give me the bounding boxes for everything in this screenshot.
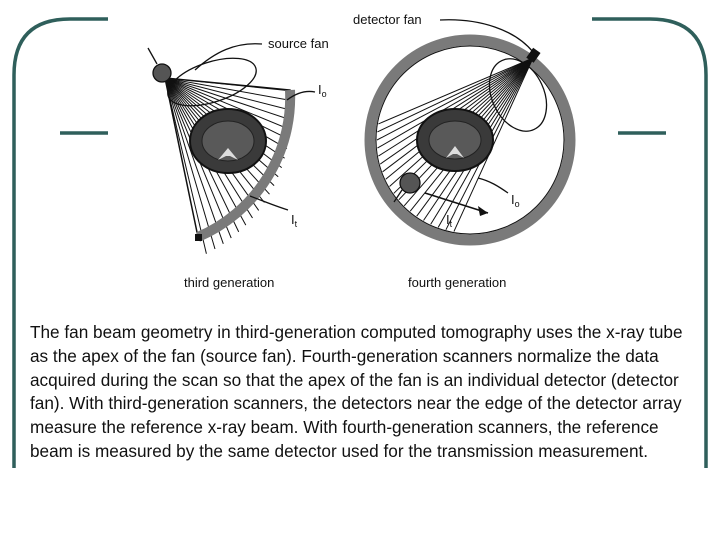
frame-right-corner (592, 17, 708, 468)
third-gen-orbit-loop (167, 57, 257, 107)
third-gen-patient-inner (201, 120, 255, 162)
io-leader-third (286, 90, 316, 101)
detector-fan-ray (377, 57, 534, 133)
fourth-gen-arrow-head (478, 206, 488, 216)
io-label-third: Io (318, 82, 327, 99)
it-leader-third (249, 195, 289, 211)
third-generation-label: third generation (184, 275, 274, 290)
source-fan-ray (164, 77, 288, 91)
fourth-generation-label: fourth generation (408, 275, 506, 290)
third-gen-detector-arc (196, 89, 296, 242)
fourth-gen-apex-detector (526, 47, 541, 63)
io-leader-fourth (477, 177, 509, 194)
detector-fan-label: detector fan (353, 12, 422, 27)
third-gen-tube-cable (147, 47, 158, 65)
source-fan-ray (164, 77, 289, 101)
source-fan-ray (164, 77, 224, 244)
fourth-gen-orbit-loop (488, 58, 548, 132)
detector-fan-leader (439, 19, 534, 53)
source-fan-ray (164, 77, 207, 254)
fourth-gen-tube-cable (393, 189, 403, 203)
third-gen-detector-marker (195, 234, 202, 241)
detector-fan-ray (377, 57, 534, 149)
it-label-third: It (291, 212, 298, 229)
source-fan-label: source fan (268, 36, 329, 51)
io-label-fourth: Io (511, 192, 520, 209)
third-gen-xray-tube (152, 63, 172, 83)
fourth-gen-spine (446, 146, 464, 158)
detector-fan-ray (378, 57, 534, 157)
fourth-generation-diagram: detector fan Io It fourth generation (353, 12, 576, 290)
fourth-gen-rotation-arrow (424, 192, 489, 214)
fourth-gen-xray-tube (399, 172, 421, 194)
fourth-gen-patient-inner (428, 120, 482, 160)
source-fan-ray (164, 77, 290, 111)
detector-fan-ray (378, 57, 534, 125)
source-fan-ray (164, 77, 291, 121)
frame-left-corner (12, 17, 108, 468)
third-gen-spine (218, 148, 238, 160)
source-fan-ray (164, 77, 216, 250)
third-generation-diagram: source fan Io It third generation (147, 36, 329, 290)
source-fan-ray (164, 77, 290, 130)
detector-fan-ray (376, 57, 534, 141)
it-label-fourth: It (446, 212, 453, 229)
figure-caption: The fan beam geometry in third-generatio… (30, 322, 683, 461)
fourth-gen-ring-inner-edge (375, 45, 565, 235)
source-fan-leader (194, 43, 263, 71)
